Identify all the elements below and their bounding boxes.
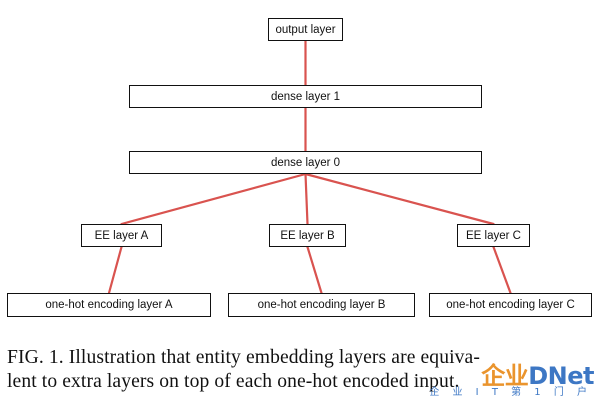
dense-layer-1-node: dense layer 1	[129, 85, 482, 108]
output-layer-node: output layer	[268, 18, 343, 41]
watermark-logo-part-1: 企业	[481, 362, 529, 390]
edge-eeA-to-dense0	[120, 172, 307, 226]
ee-layer-b-node: EE layer B	[269, 224, 346, 247]
watermark-logo-part-2: DNet	[528, 362, 594, 390]
ee-layer-a-node: EE layer A	[81, 224, 162, 247]
edge-eeC-to-dense0	[304, 172, 495, 226]
edge-eeB-to-dense0	[304, 172, 309, 226]
ee-layer-c-node: EE layer C	[457, 224, 530, 247]
figure-caption: FIG. 1. Illustration that entity embeddi…	[7, 346, 597, 394]
watermark-subtitle: 企 业 I T 第 1 门 户	[429, 387, 592, 398]
watermark-logo-text: 企业DNet	[481, 356, 594, 391]
one-hot-encoding-layer-b-node: one-hot encoding layer B	[228, 293, 415, 317]
edge-onehotB-to-eeB	[306, 245, 323, 295]
caption-line-1: FIG. 1. Illustration that entity embeddi…	[7, 347, 480, 368]
dense-layer-0-node: dense layer 0	[129, 151, 482, 174]
connection-lines	[107, 39, 512, 295]
watermark-logo: 企业DNet 企 业 I T 第 1 门 户	[426, 356, 594, 398]
edge-onehotA-to-eeA	[107, 245, 123, 295]
caption-line-2: lent to extra layers on top of each one-…	[7, 371, 460, 392]
edge-onehotC-to-eeC	[492, 245, 512, 295]
one-hot-encoding-layer-a-node: one-hot encoding layer A	[7, 293, 211, 317]
one-hot-encoding-layer-c-node: one-hot encoding layer C	[429, 293, 592, 317]
